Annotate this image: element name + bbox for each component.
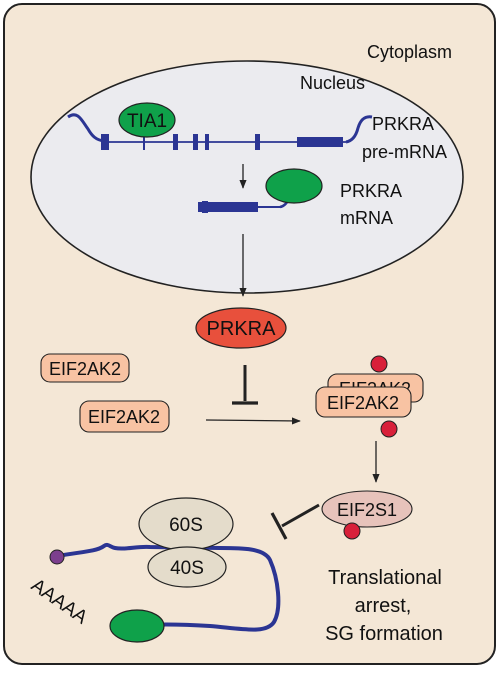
mrna-label-line1: PRKRA [340, 181, 402, 201]
mrna-bound-protein [265, 168, 323, 204]
outcome-line3: SG formation [325, 623, 443, 645]
exon-7 [297, 137, 343, 147]
exon-1 [101, 134, 109, 150]
exon-6 [255, 134, 260, 150]
pre-mrna-label-line2: pre-mRNA [362, 142, 447, 162]
eif2s1-protein [321, 490, 413, 528]
eif2s1-label: EIF2S1 [337, 500, 397, 520]
translation-inhibition-stem [281, 503, 320, 528]
eif2ak2-free-box [40, 353, 130, 383]
pre-mrna-label-line1: PRKRA [372, 114, 434, 134]
mrna-label-line2: mRNA [340, 208, 393, 228]
ribosome-60s-label: 60S [169, 515, 203, 536]
mrna-5prime-cap [49, 549, 65, 565]
ribosome-40s-label: 40S [170, 558, 204, 579]
nucleus-label: Nucleus [300, 73, 365, 93]
phospho-site-bottom [380, 420, 398, 438]
eif2ak2-dimer-front-label: EIF2AK2 [327, 393, 399, 413]
phospho-site-top [370, 355, 388, 373]
exon-5 [205, 134, 209, 150]
prkra-pre-mrna-gene [67, 113, 373, 150]
tia1-protein [118, 102, 176, 138]
outcome-line1: Translational [328, 567, 442, 589]
activation-arrow [205, 417, 301, 425]
cytoplasm-label: Cytoplasm [367, 42, 452, 62]
cytoplasmic-mrna-loop [57, 542, 281, 632]
eif2ak2-inactive-box [79, 400, 170, 433]
translation-inhibition-bar [270, 512, 288, 540]
eif2ak2-inactive-label: EIF2AK2 [88, 407, 160, 427]
prkra-label: PRKRA [207, 318, 277, 340]
exon-2 [143, 135, 145, 150]
exon-4 [193, 134, 198, 150]
exon-3 [173, 134, 178, 150]
tia1-label: TIA1 [127, 111, 167, 132]
outcome-line2: arrest, [355, 595, 412, 617]
eif2s1-phospho-site [343, 522, 361, 540]
eif2ak2-free-label: EIF2AK2 [49, 359, 121, 379]
nucleus-compartment [30, 60, 464, 294]
prkra-protein [195, 307, 287, 349]
polya-binding-protein [109, 609, 165, 643]
ribosome-40s [147, 546, 227, 588]
eif2ak2-dimer-front-box [315, 386, 412, 418]
